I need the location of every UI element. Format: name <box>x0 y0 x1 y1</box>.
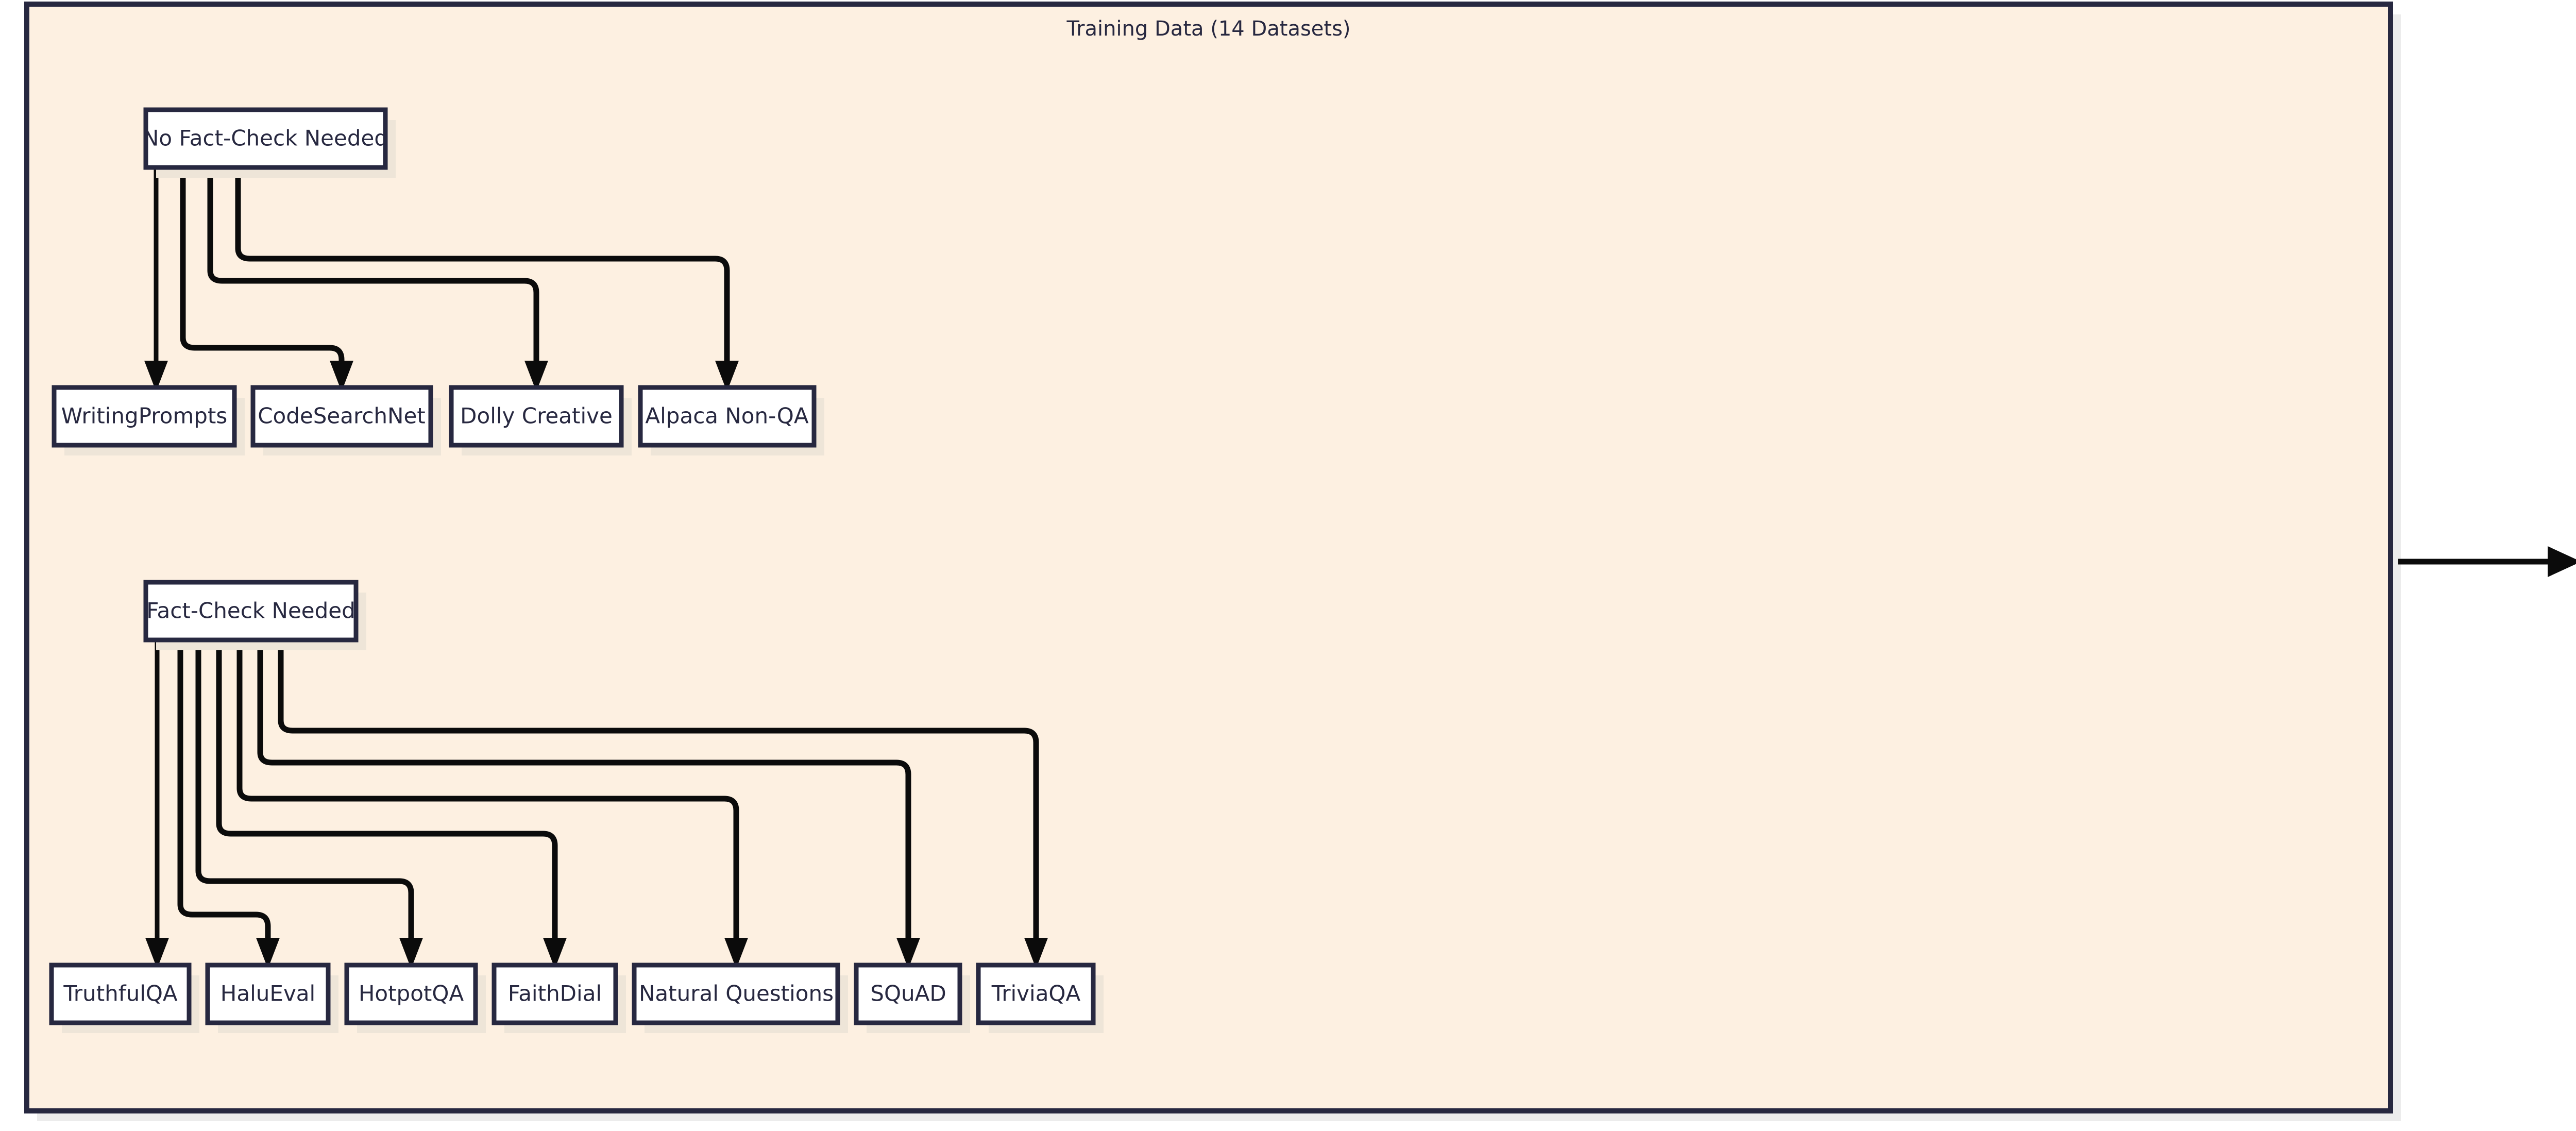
triviaqa-label: TriviaQA <box>991 981 1081 1006</box>
node-triviaqa[interactable]: TriviaQA <box>976 963 1104 1033</box>
dolly-creative-box[interactable] <box>449 385 624 448</box>
arrowhead-writingprompts <box>144 361 168 392</box>
codesearchnet-box[interactable] <box>250 385 433 448</box>
node-dolly-creative[interactable]: Dolly Creative <box>449 385 632 455</box>
alpaca-non-qa-label: Alpaca Non-QA <box>645 403 808 429</box>
haluEval-box[interactable] <box>205 963 331 1025</box>
node-codesearchnet[interactable]: CodeSearchNet <box>250 385 441 455</box>
haluEval-label: HaluEval <box>221 981 315 1006</box>
node-squad[interactable]: SQuAD <box>854 963 970 1033</box>
triviaqa-box[interactable] <box>976 963 1096 1025</box>
arrowhead-sentinel <box>2548 546 2576 577</box>
fact-check-needed-box[interactable] <box>143 580 359 643</box>
no-fact-check-needed-label: No Fact-Check Needed <box>143 126 388 151</box>
edge-fc-haluEval <box>177 640 271 938</box>
edge-fc-natural-questions <box>236 640 739 938</box>
faithdial-label: FaithDial <box>508 981 602 1006</box>
dolly-creative-label: Dolly Creative <box>460 403 613 429</box>
fact-check-needed-label: Fact-Check Needed <box>146 598 355 623</box>
edge-group-no-fact-check <box>144 167 739 392</box>
node-fact-check-needed[interactable]: Fact-Check Needed <box>143 580 366 650</box>
hotpotqa-box[interactable] <box>344 963 478 1025</box>
squad-box[interactable] <box>854 963 962 1025</box>
node-faithdial[interactable]: FaithDial <box>492 963 626 1033</box>
truthfulqa-box[interactable] <box>49 963 192 1025</box>
codesearchnet-label: CodeSearchNet <box>258 403 426 429</box>
arrowhead-faithdial <box>543 938 567 969</box>
edge-fc-faithdial <box>216 640 558 938</box>
natural-questions-label: Natural Questions <box>639 981 834 1006</box>
edge-fc-triviaqa <box>278 640 1039 938</box>
node-haluEval[interactable]: HaluEval <box>205 963 338 1033</box>
node-alpaca-non-qa[interactable]: Alpaca Non-QA <box>638 385 824 455</box>
node-hotpotqa[interactable]: HotpotQA <box>344 963 486 1033</box>
arrowhead-triviaqa <box>1024 938 1048 969</box>
cluster-training-data: Training Data (14 Datasets) <box>24 2 2401 1121</box>
edge-nofc-dollycreative <box>207 167 539 361</box>
natural-questions-box[interactable] <box>632 963 840 1025</box>
arrowhead-haluEval <box>256 938 280 969</box>
hotpotqa-label: HotpotQA <box>359 981 464 1006</box>
edge-nofc-codesearchnet <box>180 167 345 361</box>
edge-nofc-alpacanonqa <box>235 167 730 361</box>
arrowhead-natural-questions <box>724 938 748 969</box>
edge-fc-squad <box>257 640 911 938</box>
edge-training-to-sentinel <box>2398 546 2576 577</box>
arrowhead-truthfulqa <box>145 938 169 969</box>
arrowhead-dollycreative <box>524 361 548 392</box>
faithdial-box[interactable] <box>492 963 618 1025</box>
node-no-fact-check-needed[interactable]: No Fact-Check Needed <box>143 107 396 178</box>
training-data-panel <box>24 2 2393 1113</box>
squad-label: SQuAD <box>870 981 946 1006</box>
arrowhead-squad <box>896 938 920 969</box>
node-natural-questions[interactable]: Natural Questions <box>632 963 848 1033</box>
arrowhead-alpacanonqa <box>715 361 739 392</box>
node-truthfulqa[interactable]: TruthfulQA <box>49 963 199 1033</box>
no-fact-check-needed-box[interactable] <box>143 107 388 170</box>
edge-fc-hotpotqa <box>195 640 414 938</box>
writingprompts-box[interactable] <box>52 385 237 448</box>
training-data-title: Training Data (14 Datasets) <box>1066 17 1350 41</box>
truthfulqa-label: TruthfulQA <box>63 981 178 1006</box>
writingprompts-label: WritingPrompts <box>61 403 228 429</box>
node-writingprompts[interactable]: WritingPrompts <box>52 385 245 455</box>
arrowhead-codesearchnet <box>330 361 353 392</box>
edge-group-fact-check <box>145 640 1048 969</box>
alpaca-non-qa-box[interactable] <box>638 385 817 448</box>
arrowhead-hotpotqa <box>399 938 423 969</box>
